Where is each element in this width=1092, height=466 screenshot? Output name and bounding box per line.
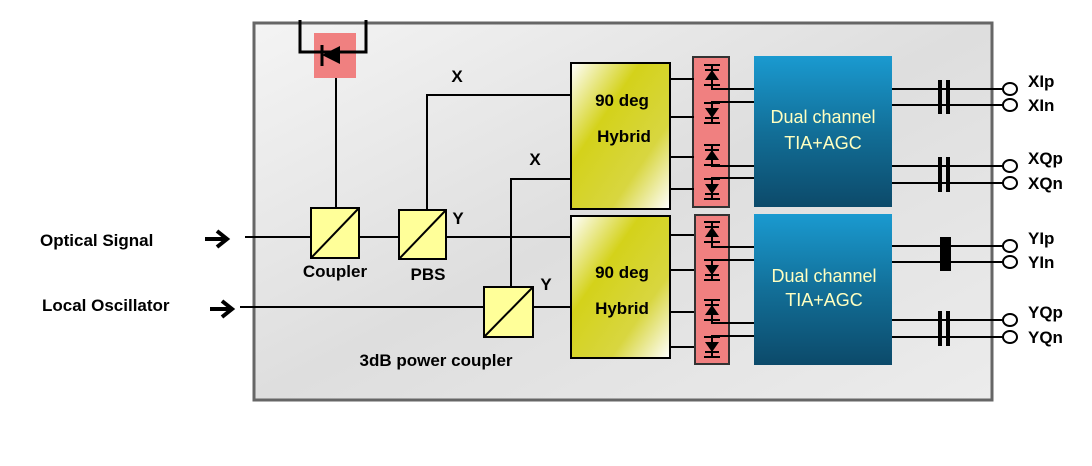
- hybrid-y: [570, 215, 671, 359]
- pd-to-tia-line: [711, 259, 754, 262]
- arrow-right-icon: [205, 229, 231, 249]
- capacitor-icon: [938, 157, 950, 175]
- output-port-icon: [1002, 82, 1018, 96]
- output-label-xin: XIn: [1028, 96, 1054, 115]
- pd-to-tia-line: [711, 240, 754, 248]
- coupler: [310, 207, 360, 259]
- output-port-icon: [1002, 176, 1018, 190]
- capacitor-icon: [940, 253, 951, 271]
- output-label-yip: YIp: [1028, 229, 1054, 248]
- capacitor-icon: [938, 80, 950, 98]
- output-label-xip: XIp: [1028, 72, 1054, 91]
- arrow-right-icon: [210, 299, 236, 319]
- output-label-yqn: YQn: [1028, 328, 1063, 347]
- output-label-yin: YIn: [1028, 253, 1054, 272]
- output-port-icon: [1002, 313, 1018, 327]
- hybrid-y-line2: Hybrid: [595, 299, 649, 318]
- capacitor-icon: [938, 174, 950, 192]
- pd-to-tia-line: [711, 177, 754, 181]
- capacitor-icon: [938, 96, 950, 114]
- output-label-xqn: XQn: [1028, 174, 1063, 193]
- pd-to-tia-line: [711, 83, 754, 90]
- output-label-xqp: XQp: [1028, 149, 1063, 168]
- local-oscillator-label: Local Oscillator: [42, 296, 170, 315]
- pbs-label: PBS: [411, 265, 446, 284]
- capacitor-icon: [940, 237, 951, 255]
- output-port-icon: [1002, 159, 1018, 173]
- coupler-label: Coupler: [303, 262, 368, 281]
- tia-y: [754, 214, 892, 365]
- photodiode-icon: [704, 64, 720, 86]
- output-port-icon: [1002, 255, 1018, 269]
- tia-x-line2: TIA+AGC: [784, 133, 862, 153]
- pd-to-tia-line: [711, 335, 754, 339]
- tia-x-line1: Dual channel: [770, 107, 875, 127]
- output-port-icon: [1002, 239, 1018, 253]
- power-coupler-label: 3dB power coupler: [359, 351, 512, 370]
- pd-to-tia-line: [711, 163, 754, 167]
- hybrid-x: [570, 62, 671, 210]
- output-label-yqp: YQp: [1028, 303, 1063, 322]
- hybrid-x-line1: 90 deg: [595, 91, 649, 110]
- photodiode-icon: [704, 178, 720, 200]
- output-port-icon: [1002, 330, 1018, 344]
- x-label-top: X: [451, 67, 463, 86]
- output-port-icon: [1002, 98, 1018, 112]
- y-label-lo: Y: [540, 275, 552, 294]
- hybrid-y-line1: 90 deg: [595, 263, 649, 282]
- optical-signal-label: Optical Signal: [40, 231, 153, 250]
- x-label-lo: X: [529, 150, 541, 169]
- hybrid-x-line2: Hybrid: [597, 127, 651, 146]
- capacitor-icon: [938, 311, 950, 329]
- pd-to-tia-line: [711, 318, 754, 324]
- power-coupler: [483, 286, 534, 338]
- tia-y-line1: Dual channel: [771, 266, 876, 286]
- pd-to-tia-line: [711, 101, 754, 105]
- y-label-pbs: Y: [452, 209, 464, 228]
- capacitor-icon: [938, 328, 950, 346]
- diode-icon: [320, 45, 340, 66]
- tia-y-line2: TIA+AGC: [785, 290, 863, 310]
- tia-x: [754, 56, 892, 207]
- pbs: [398, 209, 447, 260]
